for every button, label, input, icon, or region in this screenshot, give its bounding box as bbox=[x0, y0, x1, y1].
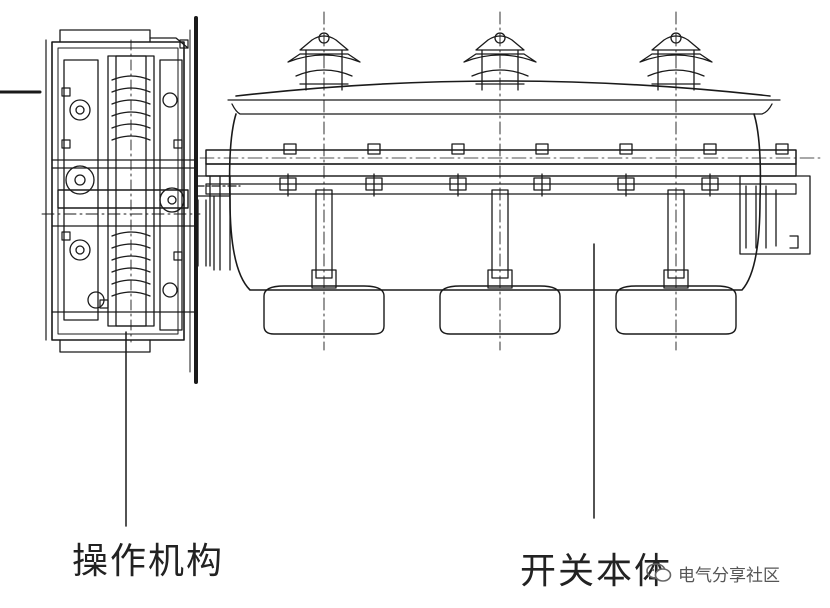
wechat-icon bbox=[646, 563, 672, 582]
watermark-text: 电气分享社区 bbox=[678, 565, 780, 586]
operating-mechanism-label: 操作机构 bbox=[72, 541, 225, 582]
operating-mechanism bbox=[41, 16, 241, 384]
pole-1 bbox=[263, 11, 385, 351]
switch-body bbox=[199, 11, 821, 351]
switch-body-label: 开关本体 bbox=[520, 551, 673, 592]
pole-3 bbox=[615, 11, 737, 351]
watermark: 电气分享社区 bbox=[646, 560, 780, 586]
pole-2 bbox=[439, 11, 561, 351]
